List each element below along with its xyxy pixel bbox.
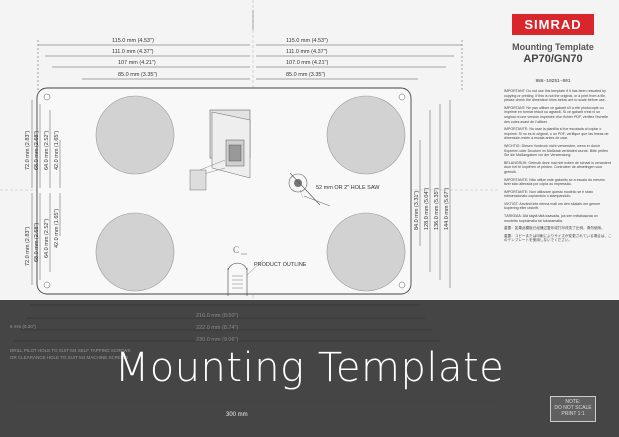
dim-top-right-3: 107.0 mm (4.21") [286,60,329,66]
note-box-title: NOTE: [565,399,581,405]
dim-right-1: 84.0 mm (3.31") [414,190,420,230]
dim-right-4: 144.0 mm (5.67") [444,187,450,230]
dim-left-bottom-1: 42.0 mm (1.65") [54,208,60,248]
mount-hole-bottom-left [95,212,175,292]
dim-left-bottom-3: 68.0 mm (2.68") [34,222,40,262]
note-fr: IMPORTANT: Ne pas utiliser ce gabarit s'… [504,105,609,124]
simrad-logo: SIMRAD [512,14,594,35]
note-it: IMPORTANTE: Non utilizzare questo modell… [504,189,593,199]
note-es: IMPORTANTE: No usar la plantilla si fue … [504,127,609,141]
language-notes: IMPORTANT: Do not use this template if i… [504,89,612,246]
dim-top-right-2: 111.0 mm (4.37") [286,49,328,55]
svg-text:C: C [233,245,239,255]
dim-top-3: 107 mm (4.21") [118,60,156,66]
dim-top-4: 85.0 mm (3.35") [118,72,158,78]
note-pt: IMPORTANTE: Não utilize este gabarito se… [504,177,605,187]
dim-left-bottom-4: 72.0 mm (2.83") [25,226,31,266]
dim-top-2: 111.0 mm (4.37") [112,49,154,55]
scale-note-box: NOTE: DO NOT SCALE PRINT 1:1 [550,396,596,422]
dim-left-bottom-2: 64.0 mm (2.52") [44,218,50,258]
note-de: WICHTIG: Diesen Vordruck nicht verwenden… [504,143,609,158]
dim-top-1: 115.0 mm (4.53") [112,38,154,44]
mount-hole-top-right [326,95,406,175]
template-title: Mounting Template [512,42,594,52]
banner-title: Mounting Template [114,345,505,391]
note-ja: 重要：コピーまたは印刷によりサイズが変更されている場合は、このテンプレートを使用… [504,233,612,243]
note-fi: TÄRKEÄÄ: Älä käytä tätä kaavaita, jos se… [504,214,598,223]
ruler-label: 300 mm [226,412,248,418]
dim-left-1: 72.0 mm (2.83") [25,130,31,170]
mount-hole-top-left [95,95,175,175]
template-code: 988-10251-001 [535,79,571,84]
clearance-note: OR CLEARANCE HOLE TO SUIT M4 MACHINE SCR… [10,355,129,360]
title-banner: 216.0 mm (8.50") 222.0 mm (8.74") 230.0 … [0,300,619,437]
dim-bottom-3: 230.0 mm (9.06") [196,337,239,343]
dim-top-right-1: 115.0 mm (4.53") [286,38,328,44]
dim-left-3: 64.0 mm (2.52") [44,130,50,170]
drill-note: DRILL PILOT HOLE TO SUIT M4 SELF TAPPING… [10,348,131,353]
note-box-line1: DO NOT SCALE [554,405,592,411]
dim-bottom-2: 222.0 mm (8.74") [196,325,239,331]
note-nl: BELANGRIJK: Gebruik deze mal niet indien… [504,160,612,174]
dim-right-3: 136.0 mm (5.35") [434,187,440,230]
product-outline-label: PRODUCT OUTLINE [254,262,307,268]
dim-right-2: 128.0 mm (5.04") [424,187,430,230]
hole-saw-label: 52 mm OR 2" HOLE SAW [316,185,380,191]
dim-bottom-1: 216.0 mm (8.50") [196,313,239,319]
note-sv: VIKTIGT: Använd inte denna mall om den s… [504,201,601,211]
note-en: IMPORTANT: Do not use this template if i… [504,89,607,103]
template-model: AP70/GN70 [523,53,583,65]
note-zh: 重要：如果此模板已经通过复印或打印改变了比例，请勿使用。 [504,226,605,231]
mount-hole-bottom-right [326,212,406,292]
dim-left-2: 68.0 mm (2.68") [34,130,40,170]
dim-top-right-4: 85.0 mm (3.35") [286,72,326,78]
dim-left-4: 42.0 mm (1.65") [54,130,60,170]
drill-size-label: 5 mm (0.20") [10,324,36,329]
note-box-line2: PRINT 1:1 [561,411,585,417]
